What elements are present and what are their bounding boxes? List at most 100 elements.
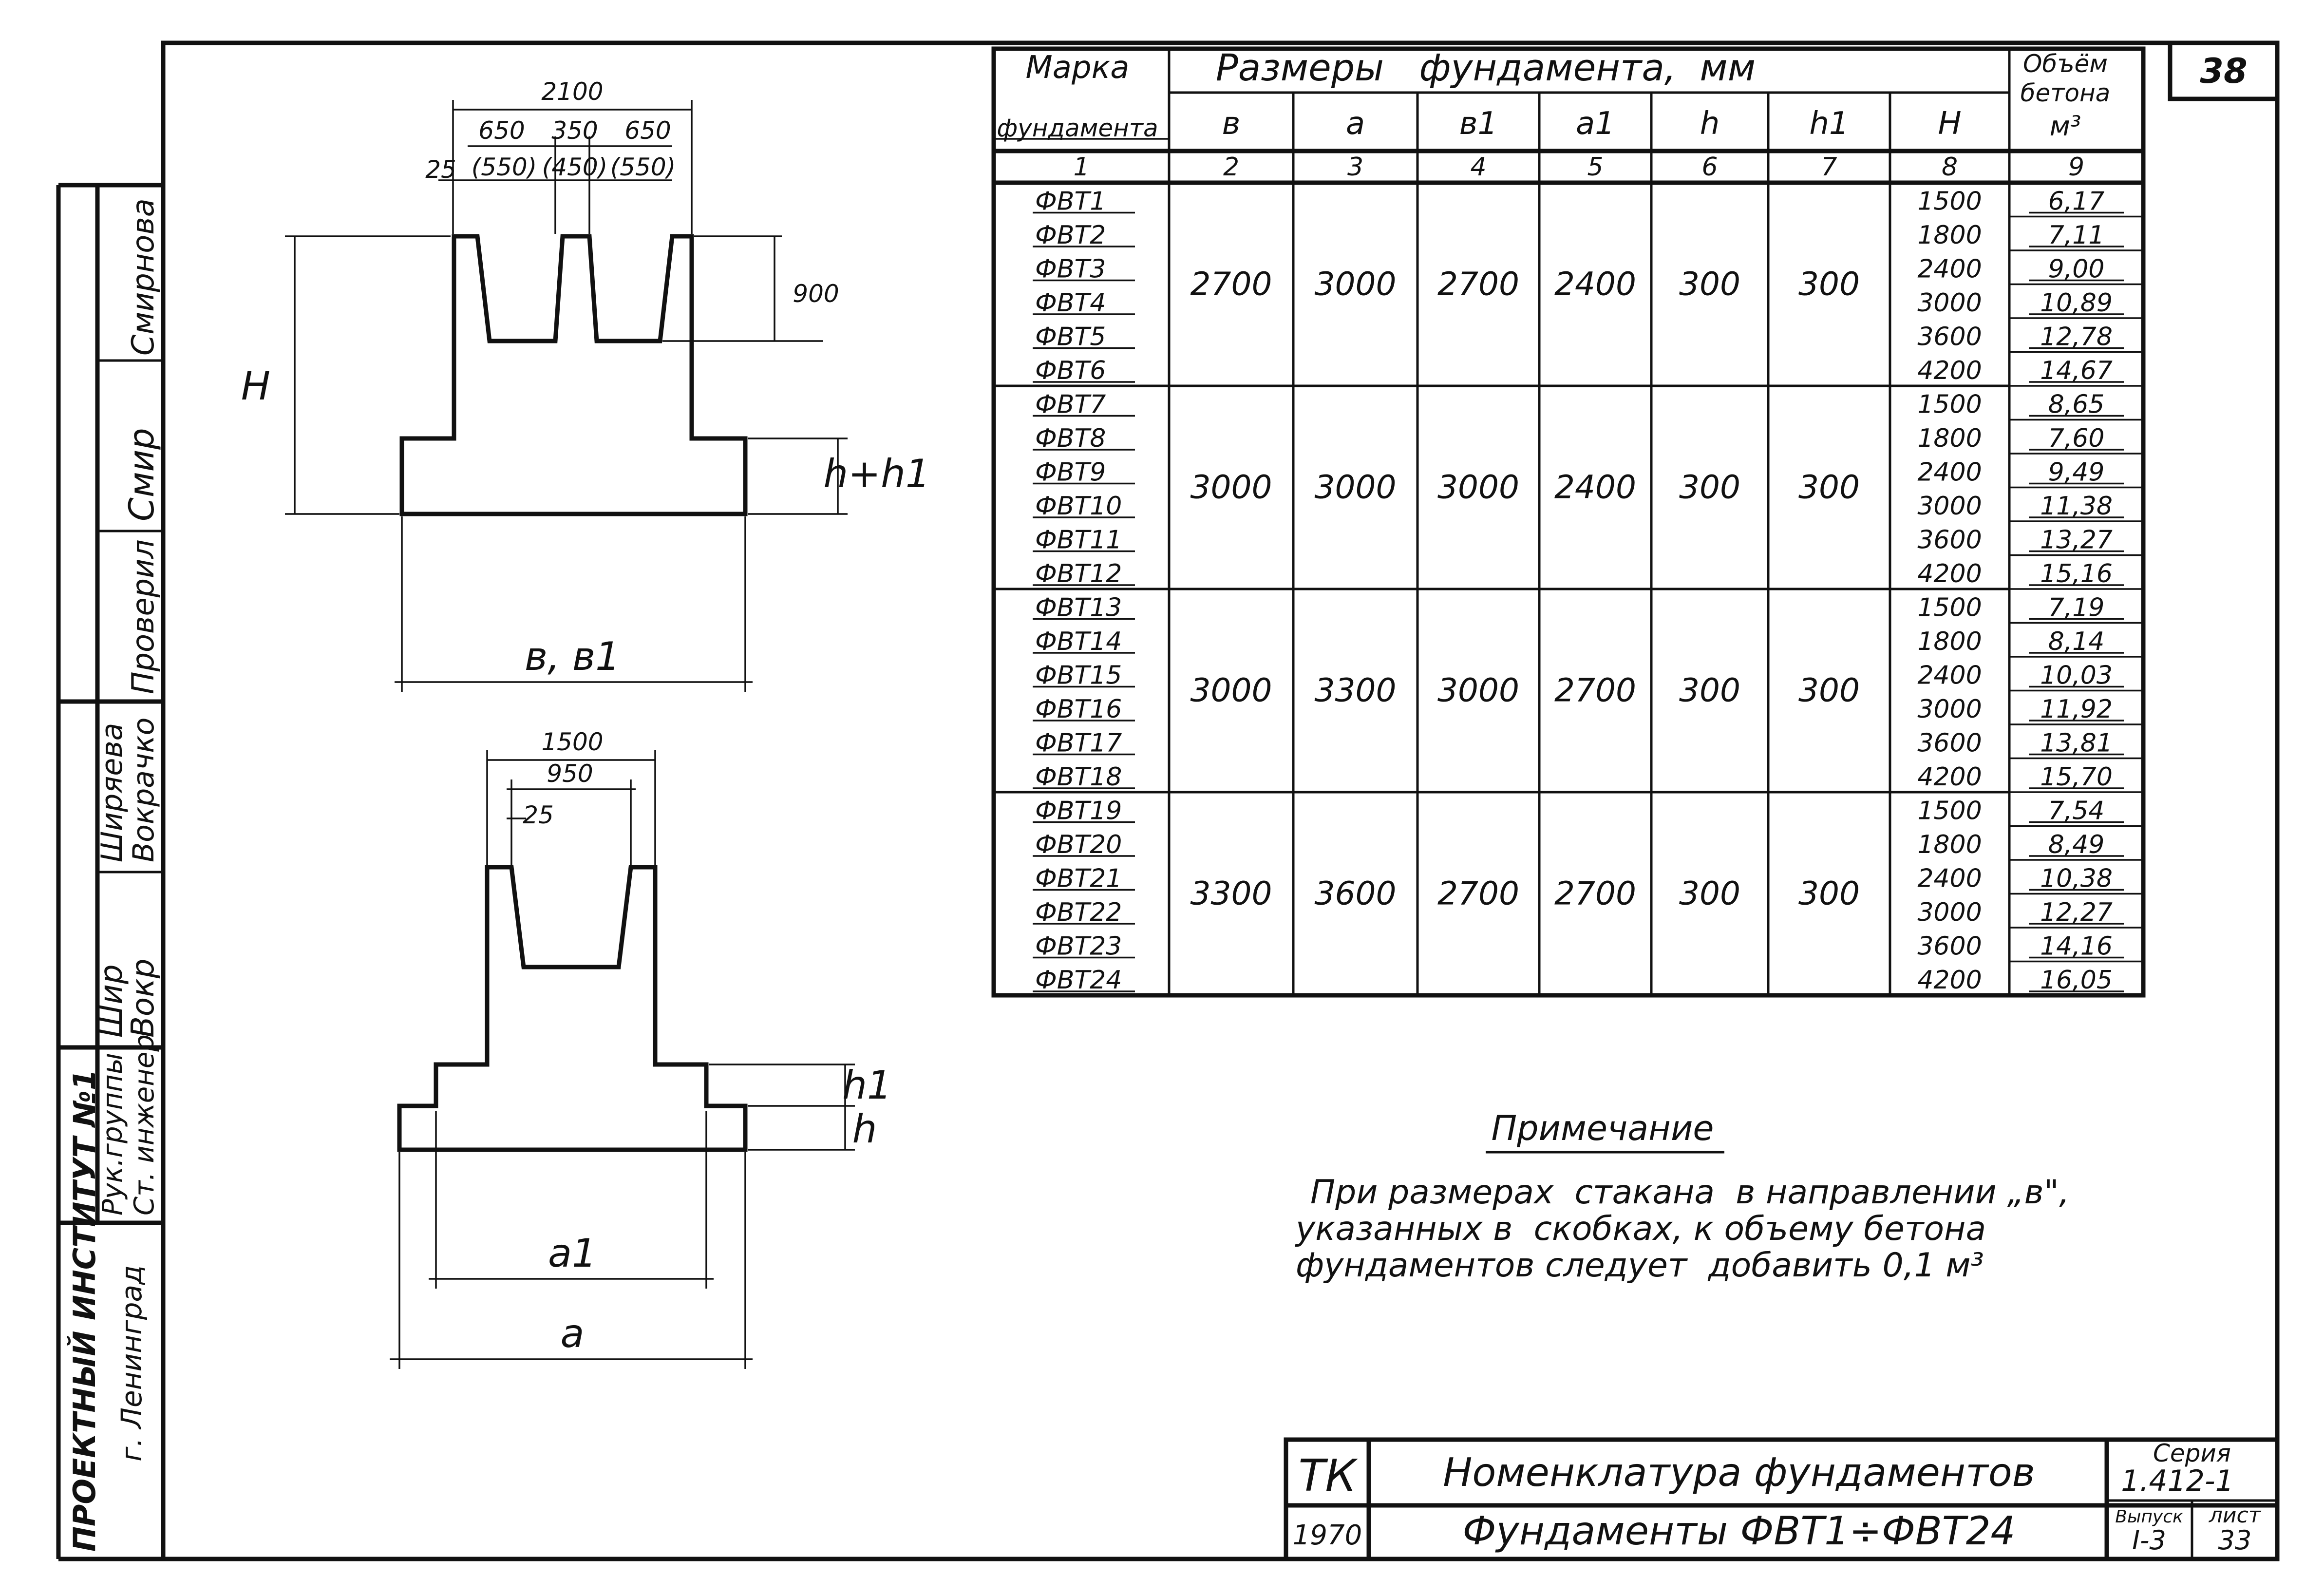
row-height-H: 2400 [1917, 255, 1982, 284]
group-3-b1: 3000 [1437, 672, 1519, 709]
dim-cup-depth: 900 [793, 280, 839, 308]
column-number-2: 2 [1223, 152, 1239, 182]
row-height-H: 3600 [1917, 526, 1982, 555]
row-mark: ФВТ17 [1035, 729, 1122, 758]
row-mark: ФВТ12 [1035, 559, 1122, 589]
note-title: Примечание [1491, 1108, 1714, 1148]
title-sub: Фундаменты ФВТ1÷ФВТ24 [1463, 1508, 2016, 1554]
row-mark: ФВТ2 [1035, 221, 1106, 250]
row-height-H: 3000 [1917, 492, 1982, 521]
issue-value: I-3 [2132, 1525, 2166, 1556]
title-block: ТК 1970 Номенклатура фундаментов Фундаме… [1284, 1437, 2280, 1561]
foundation-drawing-bottom: 1500 950 25 h1 h a1 a [390, 728, 892, 1369]
row-volume: 7,54 [2048, 797, 2105, 826]
row-mark: ФВТ22 [1035, 898, 1122, 927]
column-number-5: 5 [1587, 152, 1603, 182]
sub-header-6: h1 [1809, 106, 1849, 142]
role-checked: Проверил [125, 539, 161, 694]
row-mark: ФВТ8 [1035, 424, 1106, 453]
row-mark: ФВТ5 [1035, 323, 1106, 352]
table-header: Марка фундамента Размеры фундамента, мм … [997, 46, 2110, 182]
header-mark-line1: Марка [1026, 50, 1130, 86]
signature-2: Шир [94, 964, 130, 1038]
row-height-H: 3000 [1917, 898, 1982, 927]
label-h1-bottom: h1 [842, 1063, 892, 1108]
row-mark: ФВТ6 [1035, 356, 1106, 385]
series-label: Серия [2153, 1439, 2231, 1467]
name-shiryaeva: Ширяева [95, 723, 129, 862]
group-4-h: 300 [1679, 875, 1740, 912]
row-volume: 7,19 [2048, 593, 2105, 623]
group-3-b: 3000 [1190, 672, 1272, 709]
sheet-value: 33 [2218, 1525, 2252, 1556]
row-height-H: 3000 [1917, 695, 1982, 724]
signature-3: Вокр [125, 959, 161, 1038]
group-1-b1: 2700 [1437, 266, 1519, 303]
row-volume: 9,49 [2048, 458, 2105, 487]
dim-segment-alt-3: (550) [610, 153, 676, 181]
dim-segment-1: 650 [478, 116, 525, 145]
row-height-H: 4200 [1917, 559, 1982, 589]
row-height-H: 4200 [1917, 762, 1982, 792]
row-volume: 7,11 [2048, 221, 2105, 250]
group-2-h1: 300 [1798, 469, 1860, 506]
row-volume: 6,17 [2048, 187, 2105, 216]
label-step-top: h+h1 [823, 451, 930, 496]
row-height-H: 3000 [1917, 288, 1982, 318]
note-line-3: фундаментов следует добавить 0,1 м³ [1296, 1246, 1984, 1285]
column-number-6: 6 [1701, 152, 1718, 182]
column-number-1: 1 [1073, 152, 1089, 182]
row-mark: ФВТ4 [1035, 288, 1106, 318]
row-mark: ФВТ11 [1035, 526, 1122, 555]
row-height-H: 1800 [1917, 830, 1982, 859]
group-1-h: 300 [1679, 266, 1740, 303]
row-volume: 13,81 [2040, 729, 2113, 758]
sheet-label: лист [2209, 1503, 2262, 1528]
label-a: a [560, 1311, 584, 1356]
row-mark: ФВТ19 [1035, 797, 1122, 826]
dim-wall-bottom: 25 [523, 801, 554, 829]
row-volume: 10,38 [2040, 864, 2113, 893]
row-volume: 10,89 [2040, 288, 2113, 318]
row-height-H: 1500 [1917, 187, 1982, 216]
group-3-h1: 300 [1798, 672, 1860, 709]
group-3-a: 3300 [1315, 672, 1397, 709]
label-a1: a1 [548, 1231, 597, 1276]
group-2-h: 300 [1679, 469, 1740, 506]
role-senior-engineer: Ст. инженер [129, 1034, 160, 1216]
group-2-a: 3000 [1315, 469, 1397, 506]
row-mark: ФВТ10 [1035, 492, 1122, 521]
dim-wall-top: 25 [425, 155, 456, 184]
issue-label: Выпуск [2115, 1507, 2183, 1527]
dim-segment-alt-1: (550) [472, 153, 537, 181]
group-3-a1: 2700 [1554, 672, 1636, 709]
row-mark: ФВТ1 [1035, 187, 1106, 216]
sheet-number-box: 38 [2168, 40, 2280, 101]
dim-overall-width-bottom: 1500 [541, 728, 603, 756]
row-mark: ФВТ15 [1035, 661, 1122, 690]
note-line-1: При размерах стакана в направлении „в", [1310, 1173, 2069, 1212]
header-group-title: Размеры фундамента, мм [1216, 46, 1756, 89]
group-4-b1: 2700 [1437, 875, 1519, 912]
org-code: ТК [1299, 1450, 1359, 1501]
role-group-head: Рук.группы [97, 1053, 129, 1216]
row-volume: 8,49 [2048, 830, 2105, 859]
group-3-h: 300 [1679, 672, 1740, 709]
name-smirnova: Смирнова [125, 198, 161, 356]
row-height-H: 3600 [1917, 729, 1982, 758]
row-mark: ФВТ21 [1035, 864, 1122, 893]
row-height-H: 1800 [1917, 627, 1982, 656]
row-volume: 9,00 [2048, 255, 2105, 284]
signature-1: Смир [122, 428, 162, 521]
row-height-H: 4200 [1917, 356, 1982, 385]
row-height-H: 3600 [1917, 932, 1982, 961]
group-1-a1: 2400 [1554, 266, 1636, 303]
column-number-7: 7 [1821, 152, 1837, 182]
label-base-top: в, в1 [525, 634, 620, 679]
row-volume: 10,03 [2040, 661, 2113, 690]
row-height-H: 3600 [1917, 323, 1982, 352]
